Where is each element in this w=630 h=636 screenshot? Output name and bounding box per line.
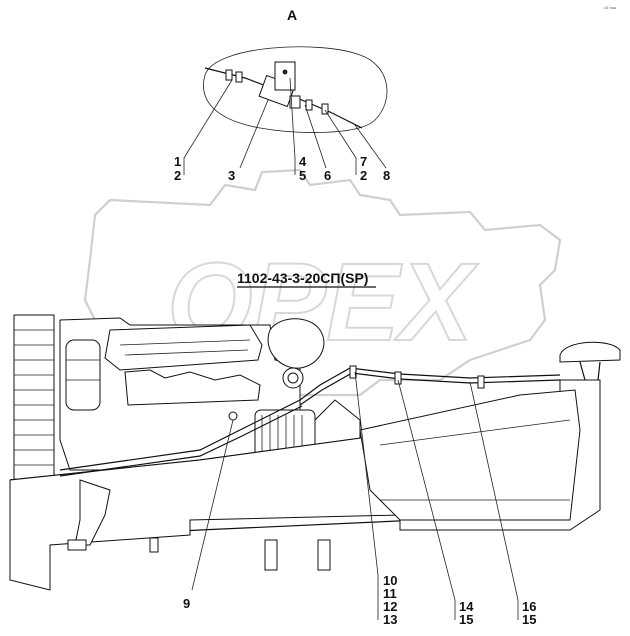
mount-2	[317, 539, 331, 571]
fuel-tank-lines	[379, 419, 571, 501]
view-label: A	[287, 7, 297, 23]
drawing-title: 1102-43-3-20СП(SP)	[237, 270, 368, 286]
callout-8: 8	[383, 168, 390, 183]
callout-11: 11	[383, 586, 397, 601]
callout-7: 7	[360, 154, 367, 169]
callout-3: 3	[228, 168, 235, 183]
callout-2-left: 2	[174, 168, 181, 183]
pipeline-lower	[59, 399, 301, 471]
pipeline-main-inner	[299, 372, 561, 406]
leader-16-15	[469, 381, 519, 620]
detail-clamp-3	[305, 99, 313, 111]
callout-10: 10	[383, 573, 397, 588]
mount-1	[264, 539, 278, 571]
callout-5: 5	[299, 168, 306, 183]
callout-15-left: 15	[459, 612, 473, 627]
pipe-clamp-1	[349, 365, 357, 379]
leader-10-13	[354, 371, 379, 620]
callout-15-right: 15	[522, 612, 536, 627]
down-pipe-end	[67, 539, 87, 551]
callout-4: 4	[299, 154, 307, 169]
pipeline-lower-2	[59, 405, 303, 477]
down-pipe	[74, 479, 111, 546]
leader-1-2	[183, 79, 233, 175]
callout-9: 9	[183, 596, 190, 611]
callout-12: 12	[383, 599, 397, 614]
leader-7-2	[324, 109, 357, 175]
air-filter-cap	[559, 341, 621, 363]
detail-bracket	[274, 61, 296, 91]
pipe-clamp-3	[477, 375, 485, 389]
valve-cover	[104, 324, 263, 371]
leader-9	[191, 419, 234, 591]
pipeline-main	[299, 367, 561, 401]
leader-14-15	[397, 379, 456, 620]
detail-clamp-2	[235, 71, 243, 83]
fuel-tank	[359, 389, 581, 521]
callout-6: 6	[324, 168, 331, 183]
air-filter-stem	[579, 361, 601, 381]
valve-cover-ribs	[119, 339, 251, 356]
view-a-detail: A 1 2 3 4 5 6 7 2 8	[174, 7, 390, 183]
leader-6	[304, 104, 327, 169]
intake-pipe-bands	[66, 359, 100, 381]
leader-4-5	[289, 77, 296, 175]
pipe-clamp-9	[228, 411, 238, 421]
callout-1: 1	[174, 154, 181, 169]
detail-nut	[289, 95, 301, 109]
callout-2-right: 2	[360, 168, 367, 183]
intake-pipe	[65, 339, 101, 411]
callout-16: 16	[522, 599, 536, 614]
leader-8	[354, 124, 387, 169]
pipe-clamp-2	[394, 371, 402, 385]
detail-clamp-1	[225, 69, 233, 81]
exhaust-manifold	[124, 369, 261, 406]
radiator-fins	[14, 329, 54, 481]
detail-boundary	[203, 46, 388, 133]
detail-clamp-4	[321, 103, 329, 115]
turbocharger	[267, 318, 325, 369]
leader-3	[239, 99, 269, 169]
main-assembly	[9, 314, 621, 591]
detail-bolt	[282, 69, 288, 75]
callout-13: 13	[383, 612, 397, 627]
mount-3	[149, 537, 159, 553]
corner-mark: ᶜᴳ ᵐᵉᵉ	[604, 6, 616, 12]
turbo-flange-inner	[287, 372, 299, 384]
callout-14: 14	[459, 599, 474, 614]
